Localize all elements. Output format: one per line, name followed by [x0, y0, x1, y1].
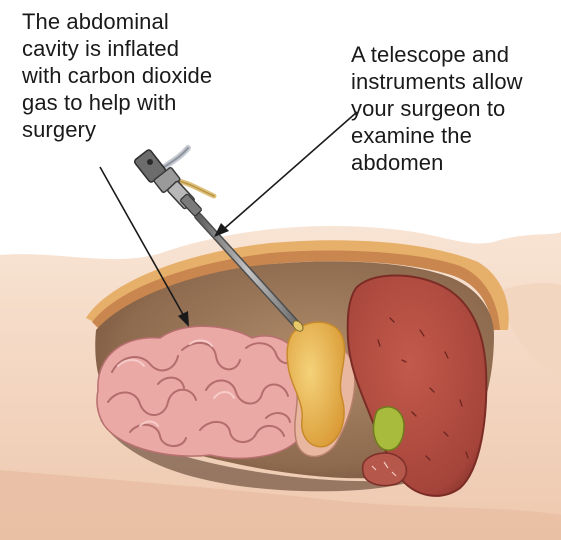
- annotation-line: abdomen: [351, 149, 523, 176]
- annotation-telescope: A telescope and instruments allow your s…: [351, 41, 523, 176]
- annotation-line: examine the: [351, 122, 523, 149]
- annotation-line: with carbon dioxide: [22, 62, 212, 89]
- arrow-right-head: [214, 223, 229, 237]
- kidney: [363, 453, 407, 486]
- annotation-cavity-inflated: The abdominal cavity is inflated with ca…: [22, 8, 212, 143]
- annotation-line: surgery: [22, 116, 212, 143]
- annotation-line: gas to help with: [22, 89, 212, 116]
- telescope-icon: [134, 148, 214, 216]
- annotation-line: The abdominal: [22, 8, 212, 35]
- annotation-line: A telescope and: [351, 41, 523, 68]
- annotation-line: instruments allow: [351, 68, 523, 95]
- annotation-line: cavity is inflated: [22, 35, 212, 62]
- arrow-right: [225, 112, 357, 228]
- small-intestine: [97, 326, 315, 458]
- gallbladder: [374, 407, 405, 450]
- annotation-line: your surgeon to: [351, 95, 523, 122]
